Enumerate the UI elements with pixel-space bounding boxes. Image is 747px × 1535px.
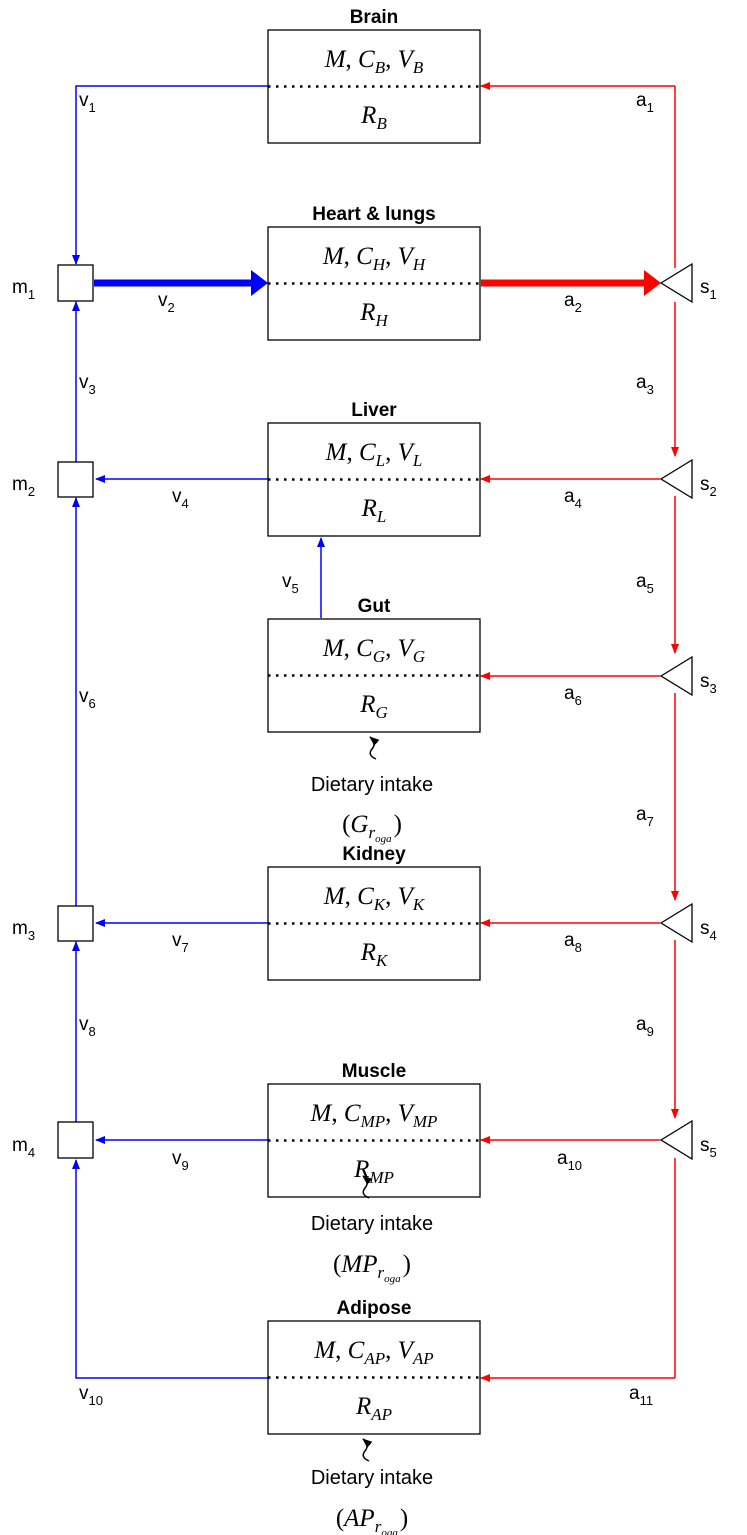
organ-state-variables: M, CAP, VAP <box>313 1337 433 1368</box>
arterial-flow-label: a4 <box>564 486 582 511</box>
venous-flow-label: v10 <box>79 1383 103 1408</box>
venous-flow-label: v4 <box>172 486 189 511</box>
intake-label: Dietary intake <box>311 1467 433 1489</box>
arterial-line-a2-arrowhead <box>644 270 661 296</box>
splitter-node-s5 <box>659 1119 693 1161</box>
organ-gut: Gut M, CG, VG RG <box>267 596 481 733</box>
organ-reaction-variable: RG <box>359 691 388 722</box>
organ-title: Brain <box>350 7 399 28</box>
mixing-node-m2 <box>57 461 94 498</box>
splitter-node-label: s5 <box>700 1135 717 1160</box>
splitter-node-label: s3 <box>700 671 717 696</box>
intake-adipose: Dietary intake (AProga) <box>311 1438 433 1535</box>
venous-network <box>72 85 325 1379</box>
organ-state-variables: M, CK, VK <box>323 883 426 914</box>
arterial-flow-label: a6 <box>564 683 582 708</box>
venous-flow-label: v7 <box>172 930 189 955</box>
splitter-node-s2 <box>659 458 693 500</box>
intake-formula: (AProga) <box>336 1505 408 1535</box>
organ-title: Gut <box>358 596 391 617</box>
organ-state-variables: M, CH, VH <box>322 243 427 274</box>
splitter-node-label: s4 <box>700 918 717 943</box>
mixing-node-label: m2 <box>12 474 35 499</box>
splitter-nodes <box>659 262 693 1161</box>
mixing-node-label: m1 <box>12 277 35 302</box>
organ-reaction-variable: RB <box>360 102 387 133</box>
venous-line-v2-arrowhead <box>251 270 268 296</box>
venous-flow-label: v1 <box>79 90 96 115</box>
intake-label: Dietary intake <box>311 1213 433 1235</box>
organ-adipose: Adipose M, CAP, VAP RAP <box>267 1298 481 1435</box>
mixing-node-m4 <box>57 1121 94 1159</box>
arterial-flow-label: a1 <box>636 90 654 115</box>
venous-line-v1 <box>72 85 268 265</box>
intake-squiggle-icon <box>362 1438 373 1462</box>
venous-flow-label: v3 <box>79 372 96 397</box>
arterial-flow-label: a2 <box>564 290 582 315</box>
intake-squiggle-icon <box>362 1175 373 1199</box>
organ-kidney: Kidney M, CK, VK RK <box>267 844 481 981</box>
organ-title: Heart & lungs <box>312 204 436 225</box>
arterial-flow-label: a3 <box>636 372 654 397</box>
organ-reaction-variable: RK <box>360 939 389 970</box>
mixing-nodes <box>57 264 94 1159</box>
mixing-node-m3 <box>57 905 94 942</box>
organ-compartments: Brain M, CB, VB RB Heart & lungs M, CH, VH RH… <box>267 7 481 1435</box>
organ-state-variables: M, CB, VB <box>324 46 424 77</box>
splitter-node-label: s1 <box>700 277 717 302</box>
intake-squiggle-icon <box>369 736 380 760</box>
arterial-flow-label: a5 <box>636 571 654 596</box>
splitter-node-s3 <box>659 655 693 697</box>
organ-reaction-variable: RAP <box>355 1393 392 1424</box>
arterial-flow-label: a8 <box>564 930 582 955</box>
organ-liver: Liver M, CL, VL RL <box>267 400 481 537</box>
organ-reaction-variable: RL <box>361 495 387 526</box>
organ-title: Muscle <box>342 1061 406 1082</box>
intake-gut: Dietary intake (Groga) <box>311 736 433 845</box>
arterial-flow-label: a10 <box>557 1148 582 1173</box>
arterial-flow-label: a7 <box>636 804 654 829</box>
venous-flow-label: v8 <box>79 1014 96 1039</box>
mixing-node-m1 <box>57 264 94 302</box>
splitter-node-s1 <box>659 262 693 304</box>
mixing-node-label: m3 <box>12 918 35 943</box>
venous-line-v10 <box>72 1159 268 1379</box>
flow-labels: m1 m2 m3 m4 s1 s2 s3 s4 s5 v1 v2 v3 v4 v5 v6 v7 v8 v9 v10 a… <box>12 90 717 1408</box>
organ-title: Liver <box>351 400 397 421</box>
splitter-node-label: s2 <box>700 474 717 499</box>
organ-reaction-variable: RH <box>359 299 389 330</box>
organ-brain: Brain M, CB, VB RB <box>267 7 481 144</box>
organ-state-variables: M, CMP, VMP <box>310 1100 438 1131</box>
mixing-node-label: m4 <box>12 1135 35 1160</box>
organ-title: Kidney <box>342 844 406 865</box>
venous-flow-label: v5 <box>282 571 299 596</box>
intake-formula: (MProga) <box>333 1251 411 1285</box>
arterial-flow-label: a9 <box>636 1014 654 1039</box>
venous-flow-label: v9 <box>172 1148 189 1173</box>
splitter-node-s4 <box>659 902 693 944</box>
intake-label: Dietary intake <box>311 774 433 796</box>
organ-state-variables: M, CL, VL <box>325 439 423 470</box>
intake-muscle: Dietary intake (MProga) <box>311 1175 433 1285</box>
organ-heart: Heart & lungs M, CH, VH RH <box>267 204 481 341</box>
intake-formula: (Groga) <box>342 811 402 845</box>
organ-title: Adipose <box>337 1298 412 1319</box>
venous-flow-label: v6 <box>79 686 96 711</box>
arterial-flow-label: a11 <box>629 1383 653 1408</box>
arterial-network <box>480 82 679 1382</box>
organ-state-variables: M, CG, VG <box>322 635 425 666</box>
venous-flow-label: v2 <box>158 290 175 315</box>
